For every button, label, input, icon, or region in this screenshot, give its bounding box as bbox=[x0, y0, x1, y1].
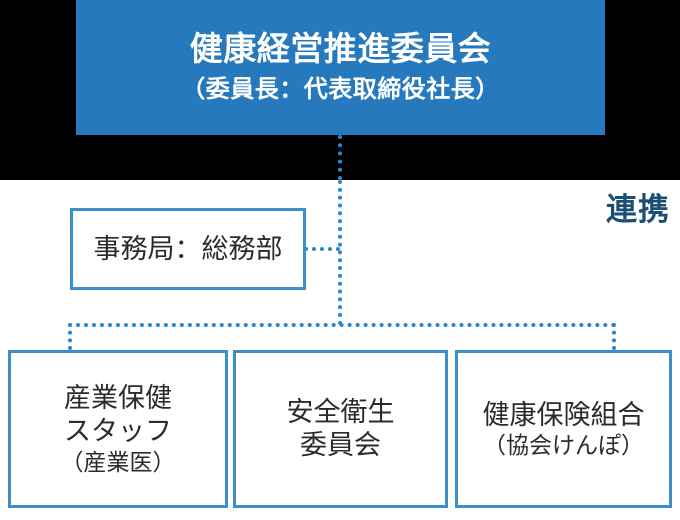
unit-box-safety-health-committee: 安全衛生 委員会 bbox=[233, 350, 448, 508]
unit-box-health-insurance-association: 健康保険組合 （協会けんぽ） bbox=[455, 350, 672, 508]
secretariat-box: 事務局：総務部 bbox=[70, 208, 306, 290]
connector-spine-upper bbox=[338, 135, 342, 180]
unit-label-line1: 安全衛生 bbox=[286, 397, 395, 428]
unit-label-line2: スタッフ bbox=[64, 415, 172, 446]
connector-drop-right bbox=[612, 323, 616, 350]
unit-sublabel: （産業医） bbox=[60, 448, 176, 475]
cooperation-label: 連携 bbox=[606, 192, 670, 227]
unit-box-occupational-health: 産業保健 スタッフ （産業医） bbox=[8, 350, 228, 508]
committee-title: 健康経営推進委員会 bbox=[189, 30, 492, 68]
connector-spine-lower bbox=[338, 180, 342, 325]
connector-secretariat-branch bbox=[304, 247, 340, 251]
connector-drop-left bbox=[68, 323, 72, 350]
committee-header-box: 健康経営推進委員会 （委員長：代表取締役社長） bbox=[76, 0, 605, 135]
committee-subtitle: （委員長：代表取締役社長） bbox=[181, 76, 500, 104]
unit-label-line1: 健康保険組合 bbox=[482, 399, 645, 430]
unit-label-line2: 委員会 bbox=[300, 430, 381, 460]
unit-sublabel: （協会けんぽ） bbox=[483, 432, 644, 459]
connector-horizontal-bus bbox=[68, 323, 616, 327]
secretariat-label: 事務局：総務部 bbox=[93, 233, 283, 264]
unit-label-line1: 産業保健 bbox=[64, 383, 172, 414]
